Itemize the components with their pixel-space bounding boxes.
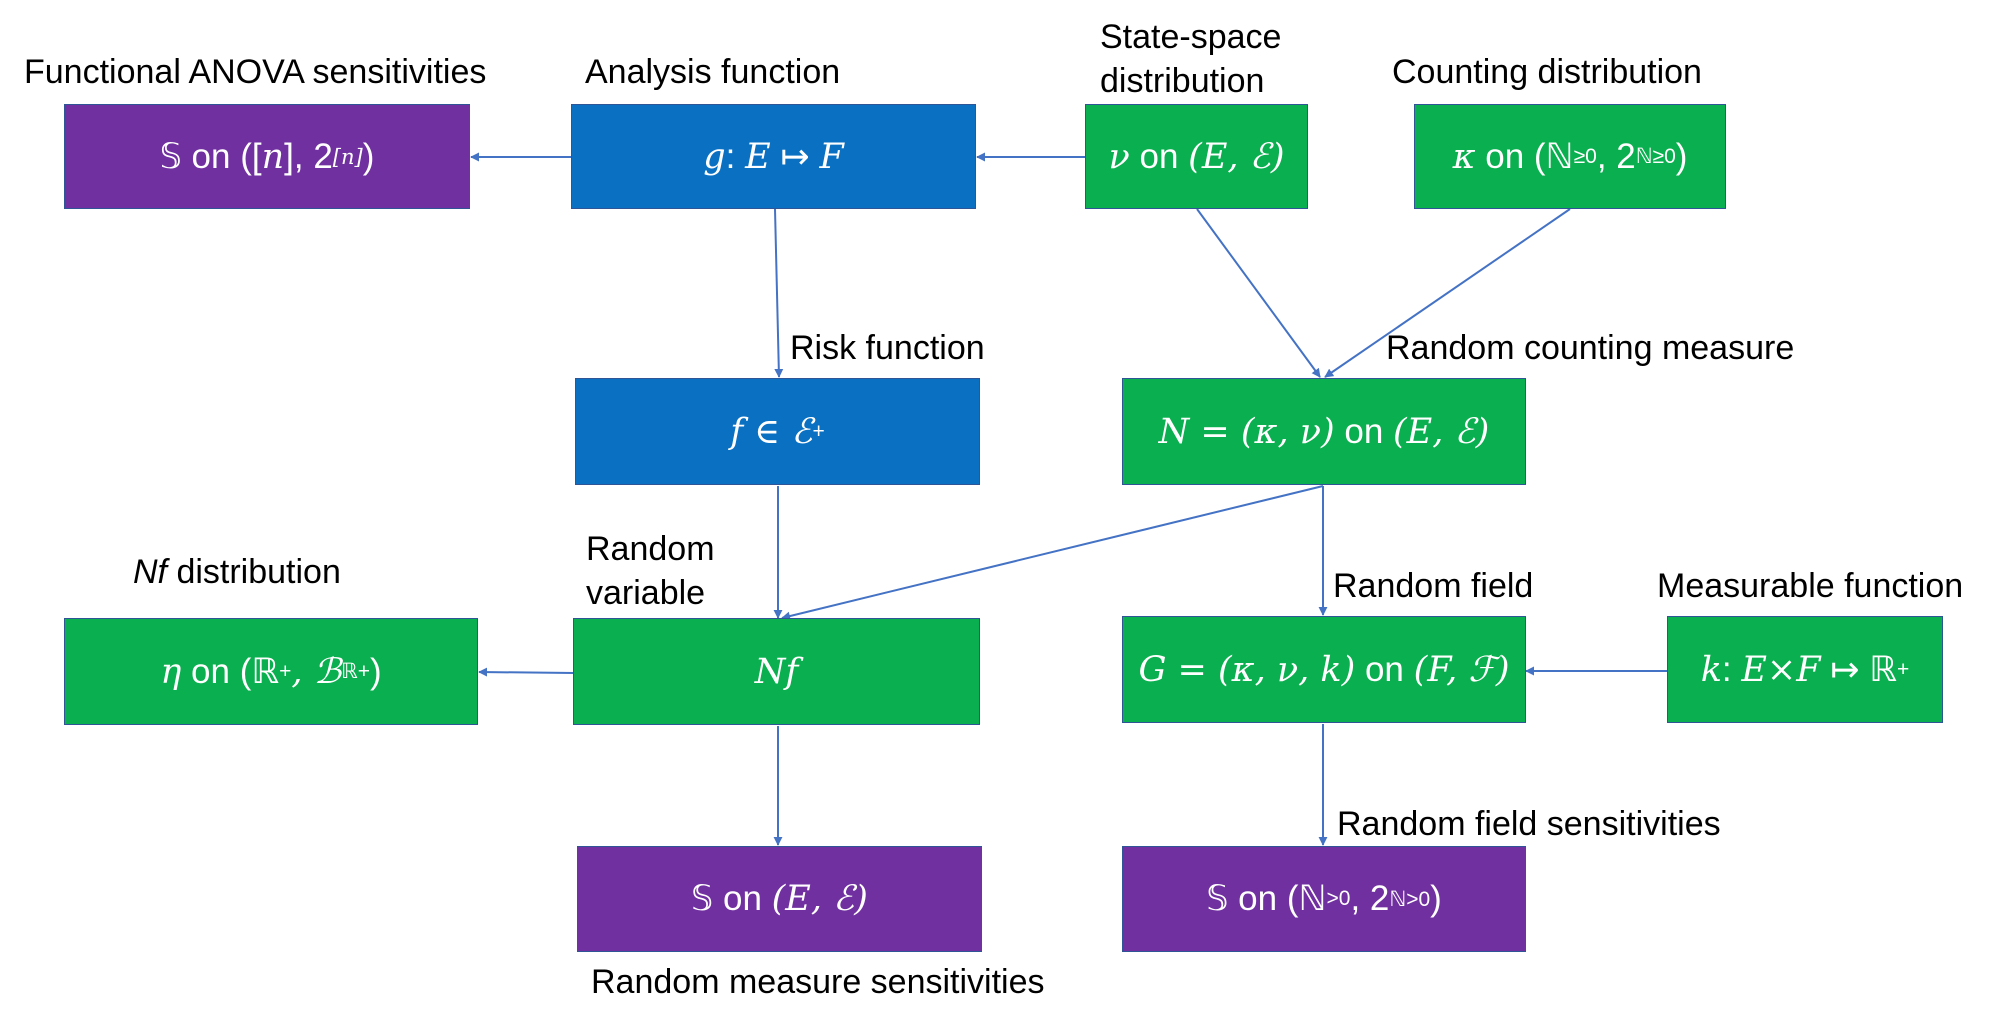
label-nf-distribution: Nf distribution	[133, 550, 341, 594]
eta-open: (ℝ	[239, 651, 280, 691]
analysis-f: F	[819, 136, 844, 177]
label-state-space-line2: distribution	[1100, 62, 1265, 100]
arrow-nu-to-counting	[1196, 208, 1321, 378]
box-random-field: G = (κ, ν, k) on (F, ℱ)	[1122, 616, 1526, 723]
analysis-colon: :	[725, 136, 746, 176]
nu-space: (E, ℰ)	[1188, 136, 1285, 177]
counting-on: on	[1334, 411, 1394, 451]
box-risk-function: f ∈ ℰ+	[575, 378, 980, 485]
eta-sub2: ℝ+	[341, 660, 371, 683]
field-sens-close: )	[1430, 879, 1442, 918]
label-risk-function: Risk function	[790, 329, 985, 367]
box-random-counting-measure: N = (κ, ν) on (E, ℰ)	[1122, 378, 1526, 485]
anova-n: n	[261, 136, 285, 177]
label-analysis-function: Analysis function	[585, 53, 841, 91]
risk-in: ∈ ℰ	[743, 411, 813, 452]
nf-text: Nf	[754, 651, 799, 692]
label-nf-italic: Nf	[133, 553, 167, 591]
counting-lhs: N = (κ, ν)	[1158, 411, 1335, 452]
box-random-variable: Nf	[573, 618, 980, 725]
label-measurable-function: Measurable function	[1657, 567, 1964, 605]
risk-sub: +	[812, 419, 825, 443]
arrow-counting-to-nf	[781, 485, 1324, 621]
label-random-variable-line2: variable	[586, 574, 706, 612]
kappa-sup: ℕ≥0	[1635, 145, 1676, 168]
eta-close: )	[370, 651, 382, 691]
field-sens-sub: >0	[1326, 887, 1351, 910]
kappa-mid: , 2	[1596, 136, 1636, 176]
label-counting-distribution: Counting distribution	[1392, 53, 1702, 91]
label-random-measure-sensitivities: Random measure sensitivities	[591, 963, 1045, 1001]
kappa-sub: ≥0	[1573, 144, 1597, 168]
analysis-e: E	[745, 136, 771, 177]
label-nf-rest: distribution	[167, 553, 341, 591]
label-state-space-line1: State-space	[1100, 18, 1282, 56]
field-sens-on: on	[1228, 879, 1287, 918]
eta-symbol: η	[160, 651, 182, 692]
kfun-k: k	[1700, 649, 1722, 690]
nu-on: on	[1129, 136, 1189, 176]
kfun-colon: :	[1721, 649, 1742, 689]
box-state-space-distribution: ν on (E, ℰ)	[1085, 104, 1308, 209]
counting-space: (E, ℰ)	[1393, 411, 1490, 452]
arrow-kappa-to-counting	[1324, 208, 1571, 378]
field-sens-mid: , 2	[1350, 879, 1390, 918]
field-lhs: G = (κ, ν, k)	[1138, 649, 1356, 690]
arrow-nf-to-eta	[478, 667, 575, 677]
anova-mid: ], 2	[284, 136, 333, 176]
measure-sens-on: on	[713, 879, 772, 918]
label-functional-anova: Functional ANOVA sensitivities	[24, 53, 487, 91]
kappa-symbol: κ	[1452, 136, 1476, 177]
box-measurable-function: k: E×F ↦ ℝ+	[1667, 616, 1943, 723]
box-analysis-function: g: E ↦ F	[571, 104, 976, 209]
eta-on: on	[181, 651, 240, 691]
label-random-field: Random field	[1333, 567, 1534, 605]
kfun-exf: E×F	[1741, 649, 1821, 690]
kappa-open: (ℕ	[1533, 136, 1574, 176]
measure-sens-space: (E, ℰ)	[771, 879, 868, 919]
kappa-close: )	[1675, 136, 1688, 176]
label-random-variable-line1: Random	[586, 530, 715, 568]
nu-symbol: ν	[1108, 136, 1130, 177]
field-space: (F, ℱ)	[1413, 649, 1510, 690]
box-anova-sensitivities: 𝕊 on ([n], 2[n])	[64, 104, 470, 209]
arrow-analysis-to-risk	[774, 208, 784, 378]
risk-f: f	[730, 411, 744, 452]
box-random-measure-sensitivities: 𝕊 on (E, ℰ)	[577, 846, 982, 952]
field-on: on	[1355, 649, 1414, 689]
anova-sym: 𝕊	[159, 136, 182, 176]
kfun-sub: +	[1897, 657, 1910, 681]
anova-close: )	[362, 136, 375, 176]
kappa-on: on	[1475, 136, 1534, 176]
anova-open: ([	[240, 136, 262, 176]
label-random-counting-measure: Random counting measure	[1386, 329, 1795, 367]
anova-on: on	[181, 136, 241, 176]
field-sens-sup: ℕ>0	[1389, 887, 1431, 911]
anova-sup: [n]	[332, 144, 363, 169]
eta-sub1: +	[279, 659, 292, 683]
analysis-map: ↦	[770, 136, 820, 176]
measure-sens-sym: 𝕊	[691, 879, 714, 918]
label-random-field-sensitivities: Random field sensitivities	[1337, 805, 1721, 843]
eta-mid: , ℬ	[291, 651, 342, 692]
analysis-g: g	[703, 136, 726, 177]
field-sens-open: (ℕ	[1286, 879, 1327, 918]
field-sens-sym: 𝕊	[1206, 879, 1229, 918]
kfun-map: ↦ ℝ	[1820, 649, 1898, 689]
